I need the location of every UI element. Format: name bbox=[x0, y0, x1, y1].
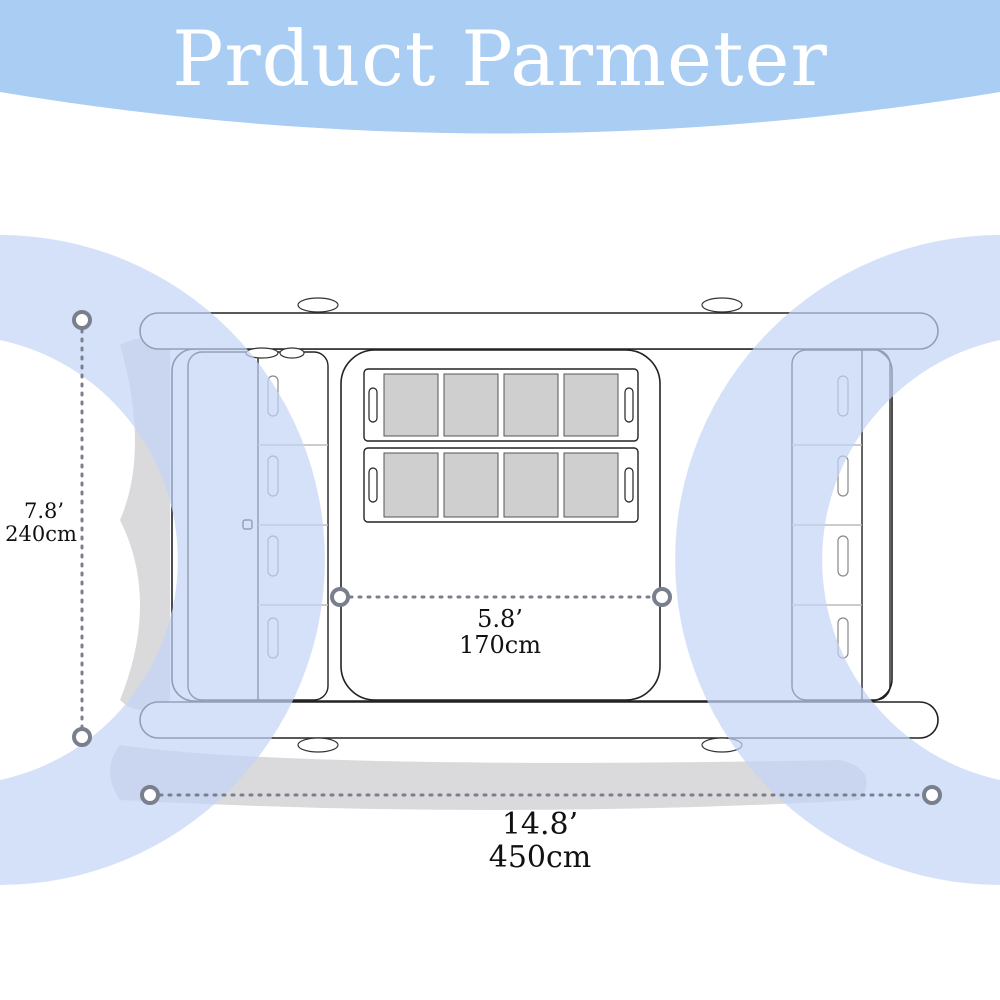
height-imperial: 7.8’ bbox=[23, 499, 65, 523]
mesh-panel-bottom bbox=[363, 447, 639, 523]
length-dimension-label: 14.8’ 450cm bbox=[440, 808, 640, 874]
pad-width-metric: 170cm bbox=[458, 631, 541, 660]
page-title: Prduct Parmeter bbox=[172, 14, 828, 103]
length-imperial: 14.8’ bbox=[501, 807, 579, 842]
dimension-markers bbox=[72, 310, 942, 805]
pad-width-imperial: 5.8’ bbox=[477, 605, 523, 633]
length-metric: 450cm bbox=[488, 840, 592, 875]
mesh-handle-icon bbox=[624, 467, 634, 503]
mesh-handle-icon bbox=[624, 387, 634, 423]
tube-handles bbox=[245, 297, 743, 753]
mesh-panel-top bbox=[363, 368, 639, 442]
mesh-handle-icon bbox=[368, 387, 378, 423]
title-banner bbox=[0, 0, 1000, 134]
pad-width-dimension-label: 5.8’ 170cm bbox=[425, 606, 575, 659]
height-metric: 240cm bbox=[5, 522, 77, 547]
mesh-handle-icon bbox=[368, 467, 378, 503]
height-dimension-label: 7.8’ 240cm bbox=[0, 499, 88, 547]
dimension-lines bbox=[80, 328, 924, 797]
decorative-overlay bbox=[0, 235, 1000, 885]
